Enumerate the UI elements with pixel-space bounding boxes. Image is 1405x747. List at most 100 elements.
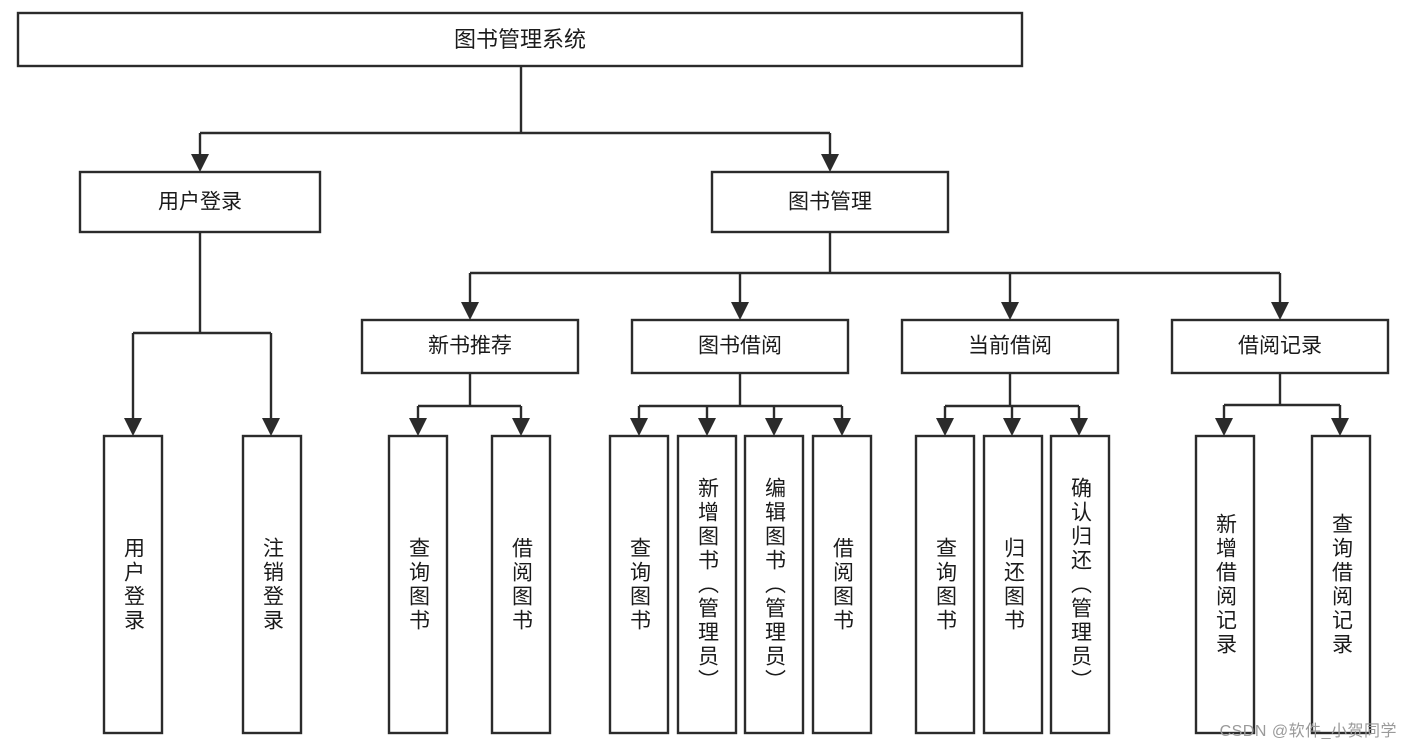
leaf-borrow-book-a-box [490, 434, 552, 735]
leaf-node-add-book[interactable]: 新增图书（管理员） [676, 434, 738, 735]
node-borrow-record-box [1170, 318, 1390, 375]
connector-group-root [191, 66, 839, 172]
node-user-login[interactable]: 用户登录 [78, 170, 322, 234]
leaf-return-book-label: 归还图书 [1001, 536, 1025, 633]
leaf-node-edit-book[interactable]: 编辑图书（管理员） [743, 434, 805, 735]
leaf-return-book-text-wrap: 归还图书 [1001, 536, 1025, 633]
leaf-logout-box [241, 434, 303, 735]
leaf-query-book-a-label: 查询图书 [406, 536, 430, 633]
node-borrow-record[interactable]: 借阅记录 [1170, 318, 1390, 375]
leaf-confirm-return-box [1049, 434, 1111, 735]
leaf-query-book-c-box [914, 434, 976, 735]
leaf-user-login-text-wrap: 用户登录 [121, 536, 145, 633]
node-user-login-label: 用户登录 [158, 191, 242, 214]
leaf-confirm-return-label: 确认归还（管理员） [1068, 476, 1092, 693]
node-new-book-recommend-box [360, 318, 580, 375]
leaf-add-borrow-record-text-wrap: 新增借阅记录 [1213, 512, 1237, 657]
leaf-borrow-book-b-label: 借阅图书 [830, 536, 854, 633]
node-root-book-management-system[interactable]: 图书管理系统 [16, 11, 1024, 68]
arrow-head-leaf-query-book-b [630, 418, 648, 436]
leaf-node-add-borrow-record[interactable]: 新增借阅记录 [1194, 434, 1256, 735]
leaf-return-book-box [982, 434, 1044, 735]
arrow-head-user-login [191, 154, 209, 172]
leaf-confirm-return-text-wrap: 确认归还（管理员） [1068, 476, 1092, 693]
leaf-user-login-box [102, 434, 164, 735]
node-current-borrow[interactable]: 当前借阅 [900, 318, 1120, 375]
arrow-head-book-manage [821, 154, 839, 172]
connector-group-book-borrow [630, 373, 851, 436]
leaf-edit-book-label: 编辑图书（管理员） [762, 476, 786, 693]
leaf-edit-book-text-wrap: 编辑图书（管理员） [762, 476, 786, 693]
leaf-query-book-b-label: 查询图书 [627, 536, 651, 633]
node-book-borrow[interactable]: 图书借阅 [630, 318, 850, 375]
leaf-borrow-book-b-box [811, 434, 873, 735]
leaf-node-query-borrow-record[interactable]: 查询借阅记录 [1310, 434, 1372, 735]
node-book-borrow-label: 图书借阅 [698, 335, 782, 358]
node-user-login-box [78, 170, 322, 234]
arrow-head-leaf-edit-book [765, 418, 783, 436]
leaf-query-book-b-text-wrap: 查询图书 [627, 536, 651, 633]
leaf-query-book-c-label: 查询图书 [933, 536, 957, 633]
arrow-head-leaf-user-login [124, 418, 142, 436]
leaf-node-return-book[interactable]: 归还图书 [982, 434, 1044, 735]
node-current-borrow-box [900, 318, 1120, 375]
leaf-add-borrow-record-label: 新增借阅记录 [1213, 512, 1237, 657]
node-borrow-record-label: 借阅记录 [1238, 335, 1322, 358]
arrow-head-borrow-record [1271, 302, 1289, 320]
arrow-head-current-borrow [1001, 302, 1019, 320]
arrow-head-book-borrow [731, 302, 749, 320]
node-current-borrow-label: 当前借阅 [968, 335, 1052, 358]
leaf-query-book-b-box [608, 434, 670, 735]
node-new-book-recommend[interactable]: 新书推荐 [360, 318, 580, 375]
leaf-add-borrow-record-box [1194, 434, 1256, 735]
arrow-head-leaf-add-record [1215, 418, 1233, 436]
node-book-management-box [710, 170, 950, 234]
node-new-book-recommend-label: 新书推荐 [428, 335, 512, 358]
leaf-node-logout[interactable]: 注销登录 [241, 434, 303, 735]
arrow-head-leaf-return-book [1003, 418, 1021, 436]
node-book-management-label: 图书管理 [788, 191, 872, 214]
arrow-head-leaf-borrow-book-b [833, 418, 851, 436]
connector-group-new-book-recommend [409, 373, 530, 436]
leaf-node-query-book-b[interactable]: 查询图书 [608, 434, 670, 735]
leaf-query-borrow-record-text-wrap: 查询借阅记录 [1329, 512, 1353, 657]
node-root-label: 图书管理系统 [454, 27, 586, 52]
leaf-edit-book-box [743, 434, 805, 735]
node-root-box [16, 11, 1024, 68]
leaf-node-borrow-book-a[interactable]: 借阅图书 [490, 434, 552, 735]
leaf-query-book-a-text-wrap: 查询图书 [406, 536, 430, 633]
leaf-query-borrow-record-label: 查询借阅记录 [1329, 512, 1353, 657]
node-book-borrow-box [630, 318, 850, 375]
leaf-query-book-a-box [387, 434, 449, 735]
connector-group-book-manage [461, 232, 1289, 320]
arrow-head-leaf-add-book [698, 418, 716, 436]
leaf-query-borrow-record-box [1310, 434, 1372, 735]
leaf-node-confirm-return[interactable]: 确认归还（管理员） [1049, 434, 1111, 735]
arrow-head-leaf-query-book-c [936, 418, 954, 436]
leaf-logout-label: 注销登录 [260, 536, 284, 633]
leaf-query-book-c-text-wrap: 查询图书 [933, 536, 957, 633]
arrow-head-leaf-borrow-book-a [512, 418, 530, 436]
leaf-borrow-book-a-label: 借阅图书 [509, 536, 533, 633]
arrow-head-leaf-query-book-a [409, 418, 427, 436]
leaf-node-query-book-a[interactable]: 查询图书 [387, 434, 449, 735]
arrow-head-leaf-query-record [1331, 418, 1349, 436]
leaf-add-book-text-wrap: 新增图书（管理员） [696, 477, 719, 693]
arrow-head-leaf-confirm-return [1070, 418, 1088, 436]
leaf-user-login-label: 用户登录 [121, 536, 145, 633]
leaf-node-user-login[interactable]: 用户登录 [102, 434, 164, 735]
connector-group-borrow-record [1215, 373, 1349, 436]
leaf-borrow-book-b-text-wrap: 借阅图书 [830, 536, 854, 633]
leaf-add-book-box [676, 434, 738, 735]
connector-group-current-borrow [936, 373, 1088, 436]
arrow-head-new-book-recommend [461, 302, 479, 320]
leaf-node-query-book-c[interactable]: 查询图书 [914, 434, 976, 735]
node-book-management[interactable]: 图书管理 [710, 170, 950, 234]
leaf-borrow-book-a-text-wrap: 借阅图书 [509, 536, 533, 633]
connector-group-user-login [124, 232, 280, 436]
leaf-logout-text-wrap: 注销登录 [260, 536, 284, 633]
arrow-head-leaf-logout [262, 418, 280, 436]
leaf-node-borrow-book-b[interactable]: 借阅图书 [811, 434, 873, 735]
